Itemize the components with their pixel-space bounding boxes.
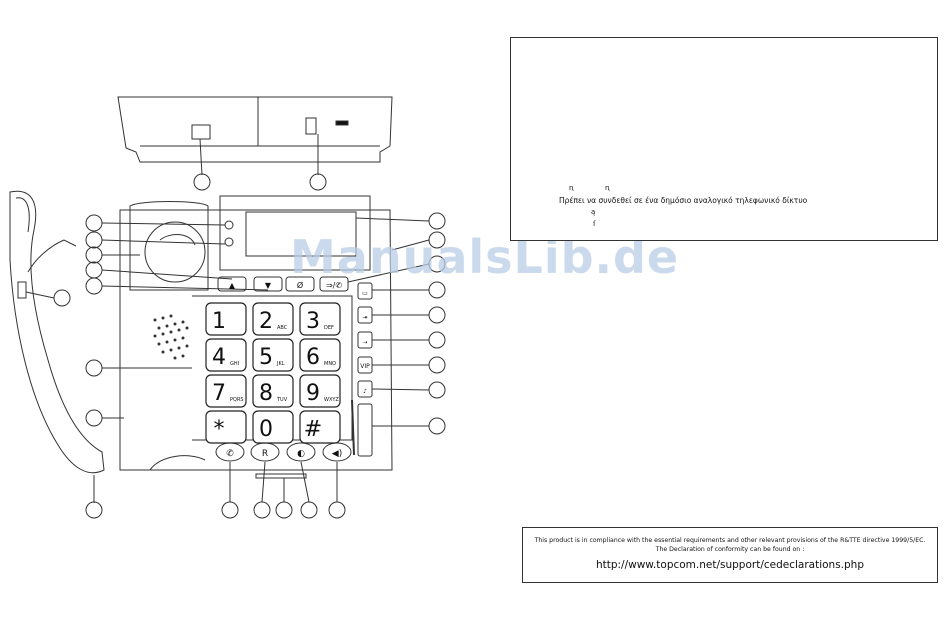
key-letters: TUV — [276, 397, 288, 403]
bottom-buttons: ✆ R ◐ ◀) — [226, 449, 342, 459]
key-digit: 2 — [259, 309, 273, 334]
compliance-text: This product is in compliance with the e… — [534, 537, 926, 544]
key-8 — [252, 374, 294, 408]
glyph-2: ꞑ — [605, 184, 610, 192]
nav-glyph: ▲ — [229, 281, 236, 290]
side-glyph: ⇢ — [362, 339, 367, 346]
key-digit: * — [214, 417, 225, 442]
key-letters: WXYZ — [324, 397, 339, 403]
glyph-4: ſ — [593, 220, 596, 228]
nav-glyph: ⇒/✆ — [326, 281, 342, 290]
side-glyph: VIP — [360, 363, 370, 370]
key-letters: GHI — [230, 361, 239, 367]
key-6 — [299, 338, 341, 372]
key-digit: 1 — [212, 309, 226, 334]
key-digit: 3 — [306, 309, 320, 334]
key-# — [299, 410, 341, 444]
key-letters: DEF — [324, 325, 334, 331]
key-digit: 4 — [212, 345, 226, 370]
side-buttons: ▭ ⇥ ⇢ VIP ♪ — [360, 290, 370, 395]
nav-buttons: ▲ ▼ Ø ⇒/✆ — [229, 280, 342, 290]
bottom-glyph: ✆ — [226, 449, 234, 459]
key-digit: 0 — [259, 417, 273, 442]
declaration-text: The Declaration of conformity can be fou… — [655, 546, 805, 553]
side-glyph: ⇥ — [362, 314, 367, 321]
key-4 — [205, 338, 247, 372]
bottom-glyph: ◀) — [332, 449, 342, 459]
nav-glyph: ▼ — [265, 281, 272, 290]
compliance-box: This product is in compliance with the e… — [522, 527, 938, 583]
key-letters: MNO — [324, 361, 336, 367]
key-letters: PQRS — [230, 397, 244, 403]
key-letters: JKL — [276, 361, 285, 367]
bottom-glyph: R — [262, 449, 268, 459]
side-glyph: ♪ — [363, 388, 367, 395]
key-2 — [252, 302, 294, 336]
warning-box: ꞑ ꞑ Πρέπει να συνδεθεί σε ένα δημόσιο αν… — [510, 37, 938, 241]
key-7 — [205, 374, 247, 408]
declaration-url[interactable]: http://www.topcom.net/support/cedeclarat… — [595, 559, 865, 571]
key-digit: 7 — [212, 381, 226, 406]
glyph-1: ꞑ — [569, 184, 574, 192]
bottom-glyph: ◐ — [297, 449, 305, 459]
key-9 — [299, 374, 341, 408]
glyph-3: ą — [591, 208, 596, 216]
key-0 — [252, 410, 294, 444]
key-digit: 8 — [259, 381, 273, 406]
key-* — [205, 410, 247, 444]
side-glyph: ▭ — [362, 290, 368, 297]
key-digit: # — [304, 417, 322, 442]
key-5 — [252, 338, 294, 372]
key-digit: 5 — [259, 345, 273, 370]
key-digit: 6 — [306, 345, 320, 370]
greek-notice: Πρέπει να συνδεθεί σε ένα δημόσιο αναλογ… — [559, 196, 808, 205]
nav-glyph: Ø — [297, 280, 303, 290]
key-3 — [299, 302, 341, 336]
key-1 — [205, 302, 247, 336]
key-digit: 9 — [306, 381, 320, 406]
key-letters: ABC — [277, 325, 288, 331]
